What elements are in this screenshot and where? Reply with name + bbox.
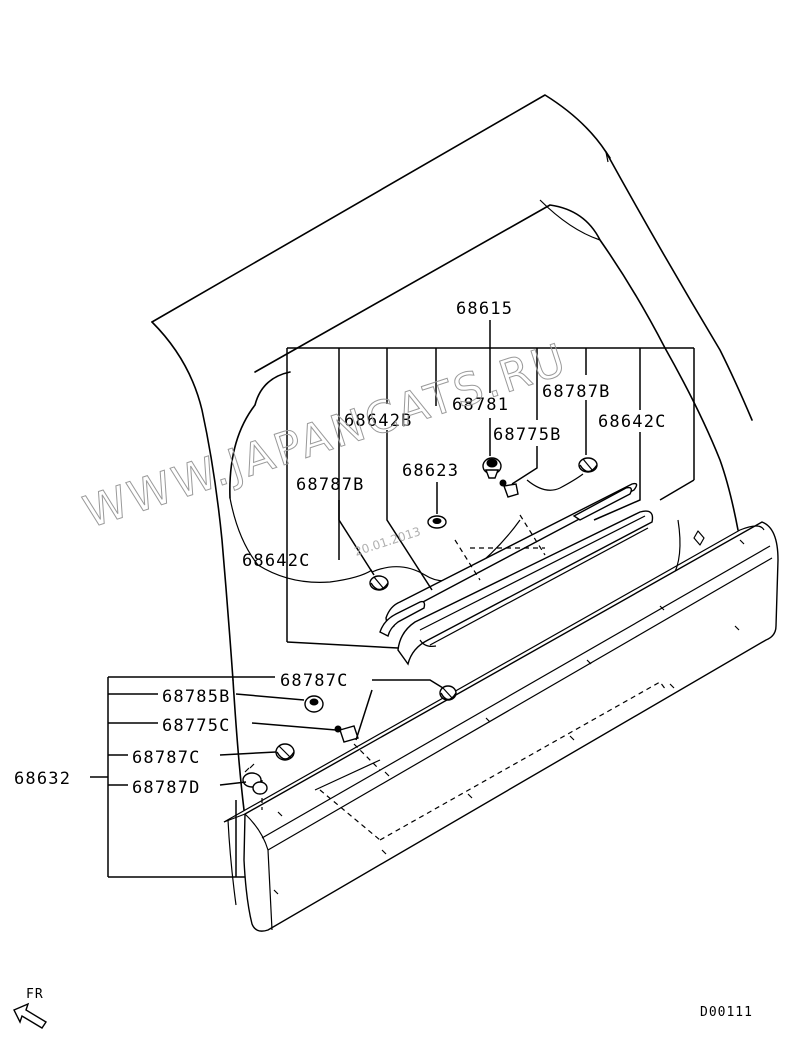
leader-lines xyxy=(90,320,695,878)
callout-68775b: 68775B xyxy=(493,425,562,445)
clip-68787c-top xyxy=(439,685,457,701)
callout-68787c-low: 68787C xyxy=(132,748,201,768)
callout-68781: 68781 xyxy=(452,395,509,415)
callout-68785b: 68785B xyxy=(162,687,231,707)
callout-68787d: 68787D xyxy=(132,778,201,798)
clip-68787d xyxy=(242,763,268,795)
callout-68787b-left: 68787B xyxy=(296,475,365,495)
callout-labels: 68615 68642B 68781 68787B 68775B 68642C … xyxy=(14,299,667,798)
clip-68775b xyxy=(499,479,519,498)
callout-68787b-right: 68787B xyxy=(542,382,611,402)
callout-68642c-left: 68642C xyxy=(242,551,311,571)
clip-68787b-left xyxy=(369,575,389,591)
callout-68632: 68632 xyxy=(14,769,71,789)
upper-moulding-group xyxy=(379,482,654,666)
lower-garnish-group xyxy=(223,521,779,932)
clip-68775c xyxy=(334,725,359,743)
front-direction-indicator: FR xyxy=(13,987,47,1029)
clip-68787b-right xyxy=(578,457,598,473)
callout-68615: 68615 xyxy=(456,299,513,319)
front-label: FR xyxy=(26,987,44,1002)
callout-68787c-top: 68787C xyxy=(280,671,349,691)
callout-68623: 68623 xyxy=(402,461,459,481)
callout-68642c-right: 68642C xyxy=(598,412,667,432)
callout-68642b: 68642B xyxy=(344,411,413,431)
front-arrow-icon xyxy=(13,1002,47,1029)
watermark: WWW.JAPANCATS.RU 20.01.2013 xyxy=(77,333,574,559)
callout-68775c: 68775C xyxy=(162,716,231,736)
grommet-68623 xyxy=(427,515,447,529)
clip-68785b xyxy=(304,695,324,713)
clip-68781 xyxy=(482,457,502,479)
diagram-code: D00111 xyxy=(700,1005,753,1020)
clip-68787c-low xyxy=(275,743,295,761)
watermark-date: 20.01.2013 xyxy=(353,524,423,559)
